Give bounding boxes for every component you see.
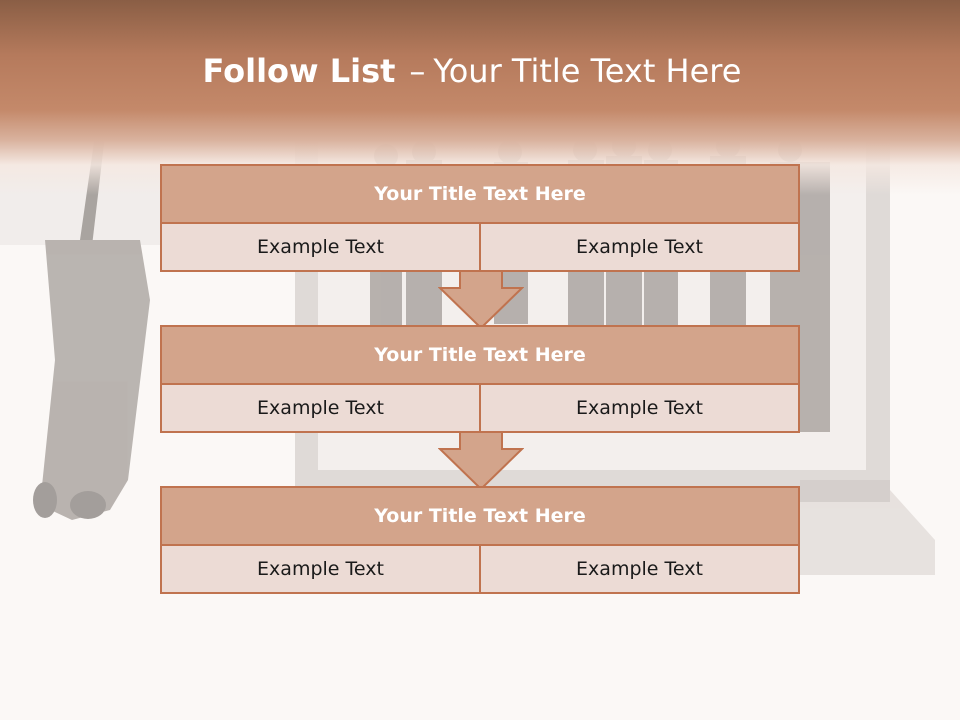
slide-title-bold: Follow List	[202, 52, 396, 90]
list-block-3: Your Title Text Here Example Text Exampl…	[160, 486, 800, 594]
list-block-2-right-cell: Example Text	[481, 385, 798, 431]
list-block-1-left-cell: Example Text	[162, 224, 479, 270]
down-arrow-icon	[438, 270, 524, 330]
list-block-3-right-cell: Example Text	[481, 546, 798, 592]
slide-title: Follow List–Your Title Text Here	[0, 52, 944, 90]
down-arrow-icon	[438, 431, 524, 491]
list-block-3-row: Example Text Example Text	[162, 546, 798, 592]
list-block-3-header: Your Title Text Here	[162, 488, 798, 544]
list-block-2: Your Title Text Here Example Text Exampl…	[160, 325, 800, 433]
list-block-3-left-cell: Example Text	[162, 546, 479, 592]
list-block-2-row: Example Text Example Text	[162, 385, 798, 431]
slide-title-separator: –	[409, 52, 426, 90]
list-block-1-row: Example Text Example Text	[162, 224, 798, 270]
list-block-2-left-cell: Example Text	[162, 385, 479, 431]
header-band	[0, 0, 960, 195]
slide-title-rest: Your Title Text Here	[433, 52, 742, 90]
list-block-1-right-cell: Example Text	[481, 224, 798, 270]
list-block-1: Your Title Text Here Example Text Exampl…	[160, 164, 800, 272]
list-block-2-header: Your Title Text Here	[162, 327, 798, 383]
list-block-1-header: Your Title Text Here	[162, 166, 798, 222]
